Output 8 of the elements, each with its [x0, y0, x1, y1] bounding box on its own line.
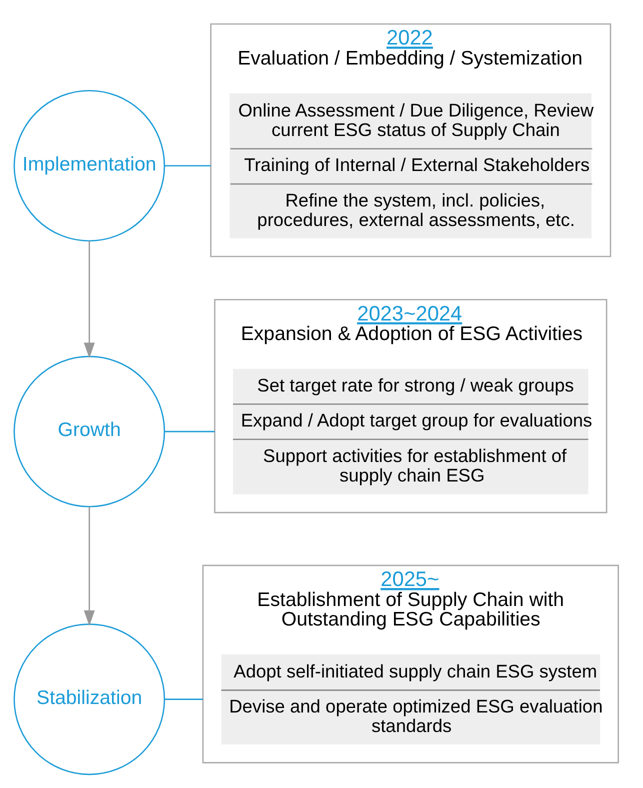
node-circle: Stabilization	[14, 624, 166, 776]
arrow	[84, 241, 95, 358]
connector	[164, 698, 203, 700]
connector	[164, 165, 211, 166]
connector	[164, 430, 215, 432]
node-circle: Growth	[14, 356, 166, 508]
arrow	[84, 506, 95, 626]
node-circle: Implementation	[14, 90, 166, 242]
